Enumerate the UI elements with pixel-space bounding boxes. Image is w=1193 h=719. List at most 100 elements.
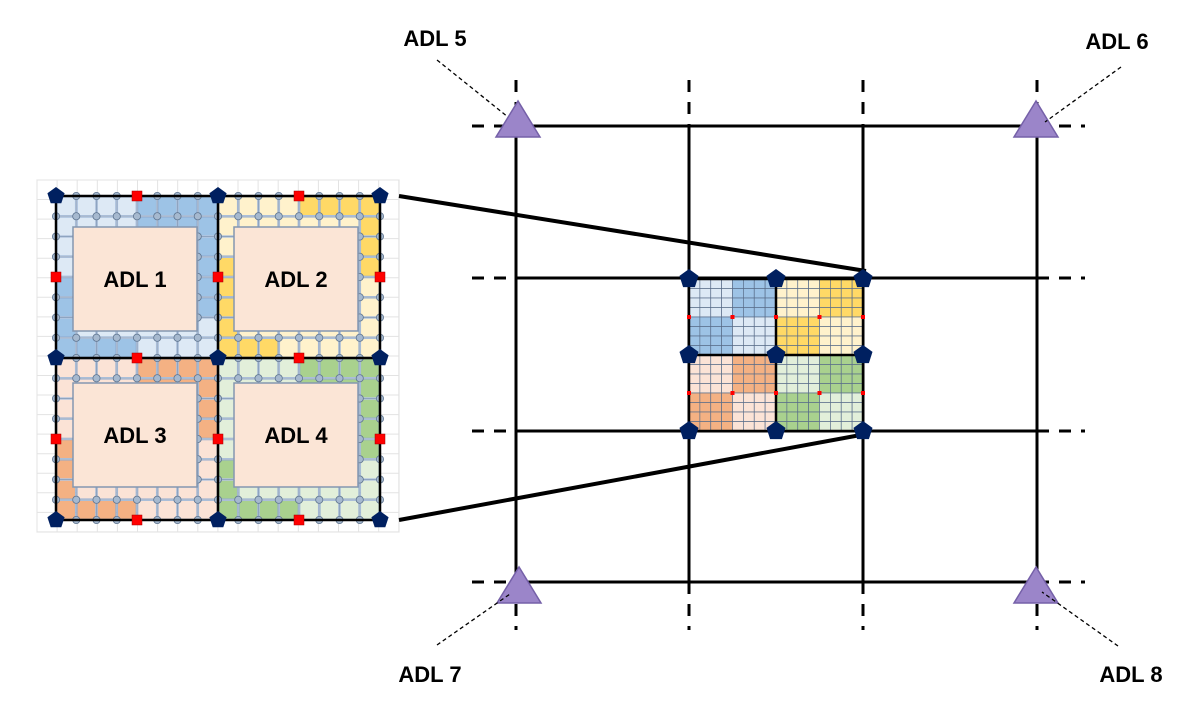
mini-cell	[786, 364, 799, 375]
inset-node	[315, 374, 324, 383]
mini-cell	[721, 278, 733, 289]
mini-cell	[743, 392, 755, 403]
red-square-marker	[50, 433, 62, 445]
mini-cell	[753, 421, 766, 432]
mini-cell	[819, 345, 831, 356]
mini-cell	[732, 411, 744, 422]
inset-cell	[340, 358, 360, 378]
inset-node	[234, 495, 243, 504]
mini-cell	[840, 307, 853, 318]
pentagon-marker	[371, 349, 389, 366]
inset-cell	[157, 196, 177, 216]
inset-cell	[360, 237, 380, 257]
mini-cell	[797, 392, 809, 403]
mini-cell	[732, 402, 744, 413]
red-square-marker	[212, 433, 224, 445]
mini-cell	[786, 288, 799, 299]
mini-cell	[699, 335, 712, 346]
mini-inset	[679, 269, 873, 440]
inset-cell	[198, 237, 218, 257]
adl-3-box	[72, 382, 198, 488]
mini-cell	[830, 326, 842, 337]
inset-cell	[198, 480, 218, 500]
inset-cell	[97, 500, 117, 520]
mini-cell	[830, 373, 842, 384]
mini-cell	[721, 288, 733, 299]
mini-cell	[699, 383, 712, 394]
mini-cell	[699, 373, 712, 384]
inset-node	[234, 212, 243, 221]
mini-red-marker	[687, 391, 691, 395]
inset-node	[274, 212, 283, 221]
mini-cell	[851, 288, 864, 299]
red-square-marker	[293, 190, 305, 202]
mini-cell	[764, 326, 777, 337]
inset-node	[112, 495, 121, 504]
inset-node	[112, 333, 121, 342]
inset-node	[72, 374, 81, 383]
inset-node	[335, 374, 344, 383]
leader-adl-8	[1041, 591, 1119, 647]
mini-cell	[786, 402, 799, 413]
mini-cell	[743, 316, 755, 327]
mini-cell	[797, 288, 809, 299]
pentagon-marker	[47, 511, 65, 528]
mini-pentagon-marker	[679, 269, 699, 288]
mini-cell	[808, 373, 820, 384]
mini-cell	[808, 288, 820, 299]
mini-cell	[840, 326, 853, 337]
mini-cell	[808, 278, 820, 289]
mini-cell	[743, 297, 755, 308]
inset-node	[315, 212, 324, 221]
mini-cell	[699, 307, 712, 318]
mini-cell	[721, 335, 733, 346]
inset-node	[132, 212, 141, 221]
mini-cell	[851, 335, 864, 346]
mini-red-marker	[774, 391, 778, 395]
mini-cell	[797, 297, 809, 308]
inset-node	[153, 212, 162, 221]
inset-node	[294, 495, 303, 504]
zoom-connector-top	[398, 194, 867, 273]
mini-cell	[786, 278, 799, 289]
mini-cell	[775, 335, 788, 346]
pentagon-marker	[47, 187, 65, 204]
mini-cell	[808, 326, 820, 337]
mini-cell	[786, 307, 799, 318]
mini-cell	[830, 421, 842, 432]
triangle-marker	[495, 565, 543, 604]
adl-4-block: ADL 4	[233, 382, 359, 488]
mini-cell	[840, 392, 853, 403]
red-square-marker	[374, 433, 386, 445]
mini-cell	[721, 421, 733, 432]
mini-cell	[840, 345, 853, 356]
mini-cell	[808, 345, 820, 356]
mini-cell	[753, 297, 766, 308]
inset-cell	[198, 399, 218, 419]
mini-cell	[775, 297, 788, 308]
adl-2-box	[233, 226, 359, 332]
mini-cell	[721, 326, 733, 337]
triangle-marker	[494, 99, 542, 138]
mini-cell	[699, 364, 712, 375]
zoom-connector-bottom	[398, 432, 867, 522]
inset-node	[254, 374, 263, 383]
mini-cell	[786, 411, 799, 422]
inset-cell	[198, 459, 218, 479]
mini-cell	[743, 421, 755, 432]
inset-cell	[157, 500, 177, 520]
mini-cell	[808, 297, 820, 308]
mini-cell	[797, 326, 809, 337]
mini-cell	[743, 402, 755, 413]
mini-cell	[851, 373, 864, 384]
mini-red-marker	[730, 391, 735, 395]
mini-cell	[753, 411, 766, 422]
mini-cell	[819, 297, 831, 308]
inset-node	[254, 212, 263, 221]
inset-cell	[178, 196, 198, 216]
mini-cell	[743, 364, 755, 375]
mini-cell	[786, 373, 799, 384]
mini-cell	[743, 326, 755, 337]
inset-cell	[340, 338, 360, 358]
